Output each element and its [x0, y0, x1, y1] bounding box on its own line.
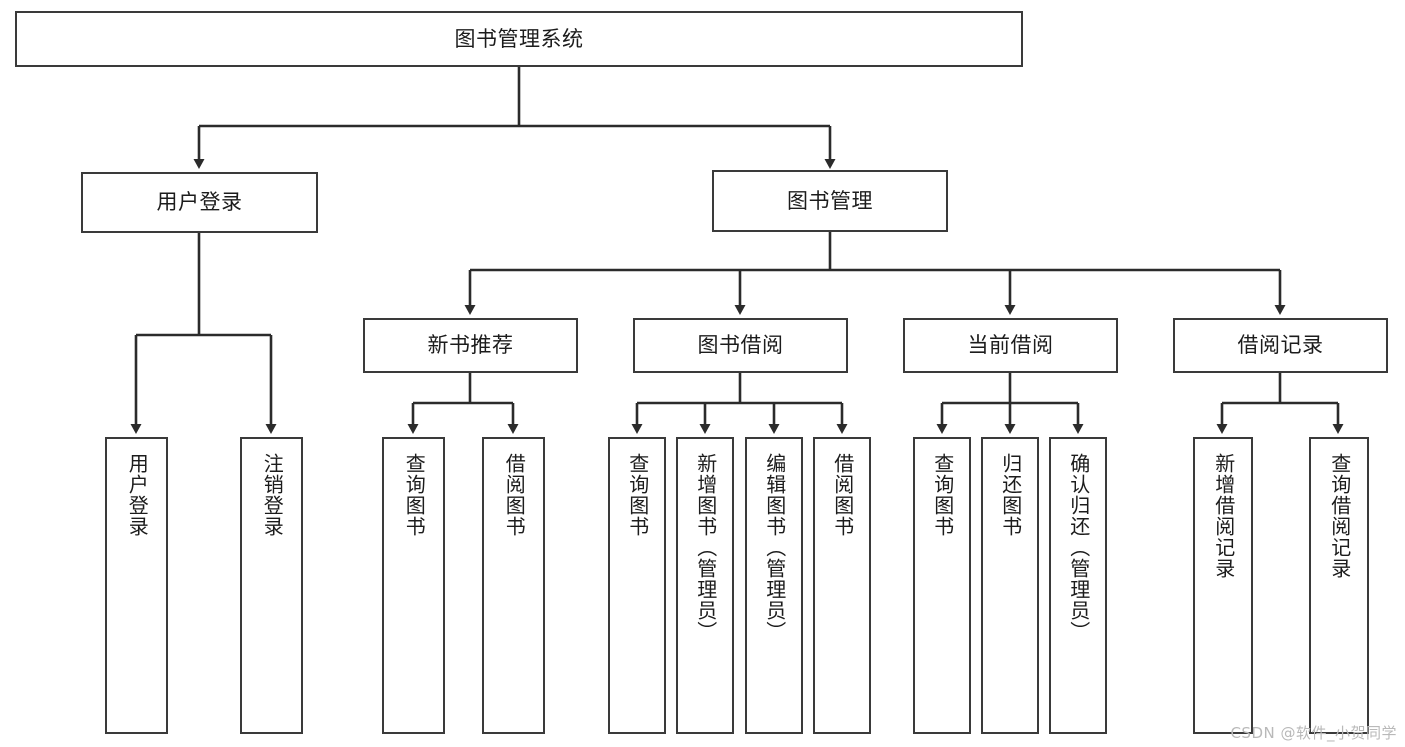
leaf-logout[interactable]: 注销登录 — [240, 437, 303, 734]
node-label: 查询图书 — [930, 453, 955, 537]
leaf-query-book-current[interactable]: 查询图书 — [913, 437, 971, 734]
node-label: 借阅记录 — [1237, 333, 1324, 358]
node-label: 查询图书 — [625, 453, 650, 537]
node-label: 编辑图书（管理员） — [762, 453, 787, 642]
node-current-borrow[interactable]: 当前借阅 — [903, 318, 1118, 373]
node-label: 新书推荐 — [427, 333, 514, 358]
leaf-query-borrow-record[interactable]: 查询借阅记录 — [1309, 437, 1369, 734]
leaf-add-borrow-record[interactable]: 新增借阅记录 — [1193, 437, 1253, 734]
node-label: 查询图书 — [402, 453, 427, 537]
node-label: 用户登录 — [156, 190, 243, 215]
node-label: 用户登录 — [125, 453, 150, 537]
csdn-watermark: CSDN @软件_小贺同学 — [1230, 724, 1397, 742]
node-label: 当前借阅 — [967, 333, 1054, 358]
node-label: 图书管理 — [787, 188, 873, 213]
node-label: 确认归还（管理员） — [1066, 453, 1091, 642]
node-label: 图书管理系统 — [454, 26, 584, 51]
node-borrow-record[interactable]: 借阅记录 — [1173, 318, 1388, 373]
node-label: 借阅图书 — [502, 453, 527, 537]
node-book-management[interactable]: 图书管理 — [712, 170, 948, 232]
leaf-add-book-admin[interactable]: 新增图书（管理员） — [676, 437, 734, 734]
node-book-borrow[interactable]: 图书借阅 — [633, 318, 848, 373]
leaf-query-book-recommend[interactable]: 查询图书 — [382, 437, 445, 734]
node-label: 图书借阅 — [697, 333, 784, 358]
node-label: 新增借阅记录 — [1211, 453, 1236, 579]
node-label: 查询借阅记录 — [1327, 453, 1352, 579]
leaf-query-book-borrow[interactable]: 查询图书 — [608, 437, 666, 734]
leaf-confirm-return-admin[interactable]: 确认归还（管理员） — [1049, 437, 1107, 734]
node-label: 新增图书（管理员） — [693, 453, 718, 642]
node-label: 注销登录 — [260, 453, 285, 537]
node-label: 借阅图书 — [830, 453, 855, 537]
leaf-user-login[interactable]: 用户登录 — [105, 437, 168, 734]
leaf-borrow-book-recommend[interactable]: 借阅图书 — [482, 437, 545, 734]
leaf-borrow-book[interactable]: 借阅图书 — [813, 437, 871, 734]
node-new-book-recommend[interactable]: 新书推荐 — [363, 318, 578, 373]
node-user-login[interactable]: 用户登录 — [81, 172, 318, 233]
node-root-system[interactable]: 图书管理系统 — [15, 11, 1023, 67]
node-label: 归还图书 — [998, 453, 1023, 537]
leaf-return-book[interactable]: 归还图书 — [981, 437, 1039, 734]
leaf-edit-book-admin[interactable]: 编辑图书（管理员） — [745, 437, 803, 734]
